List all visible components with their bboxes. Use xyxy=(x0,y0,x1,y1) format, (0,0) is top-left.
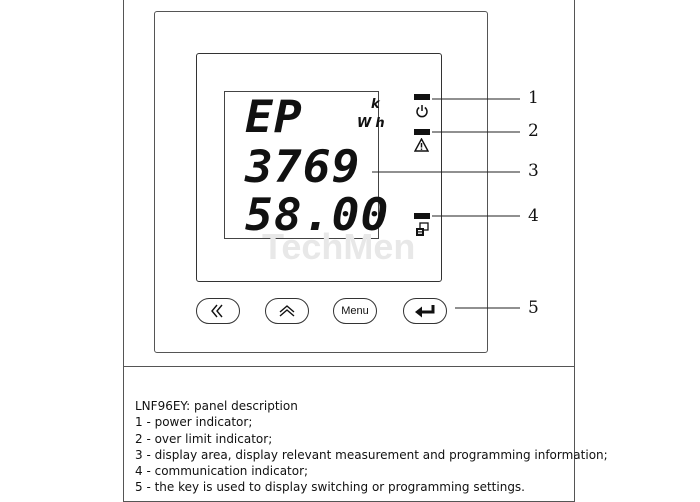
warning-icon xyxy=(414,138,429,152)
description-item: 2 - over limit indicator; xyxy=(135,431,273,446)
description-item: 3 - display area, display relevant measu… xyxy=(135,447,608,462)
over-limit-led xyxy=(414,129,430,135)
watermark: TechMen xyxy=(262,226,416,267)
left-button[interactable] xyxy=(196,298,240,324)
lcd-unit-prefix: k xyxy=(371,97,380,112)
up-button[interactable] xyxy=(265,298,309,324)
lcd-display xyxy=(224,91,379,239)
lcd-unit: Wh xyxy=(357,116,389,131)
enter-button[interactable] xyxy=(403,298,447,324)
lcd-row-2: 3769 xyxy=(245,142,361,193)
power-icon xyxy=(416,105,428,118)
description-item: 1 - power indicator; xyxy=(135,415,253,430)
power-led xyxy=(414,94,430,100)
callout-1: 1 xyxy=(528,88,539,108)
callout-2: 2 xyxy=(528,121,539,141)
enter-arrow-icon xyxy=(415,305,435,318)
description-item: 4 - communication indicator; xyxy=(135,464,309,479)
panel-description: LNF96EY: panel description 1 - power ind… xyxy=(135,398,608,496)
callout-4: 4 xyxy=(528,206,539,226)
callout-5: 5 xyxy=(528,298,539,318)
figure-divider xyxy=(123,366,575,367)
description-title: LNF96EY: panel description xyxy=(135,399,298,413)
callout-3: 3 xyxy=(528,161,539,181)
communication-led xyxy=(414,213,430,219)
communication-icon xyxy=(416,222,429,236)
double-chevron-up-icon xyxy=(279,305,295,317)
menu-button-label: Menu xyxy=(341,305,369,317)
lcd-row-3: 58.00 xyxy=(245,190,390,241)
double-chevron-left-icon xyxy=(211,304,223,318)
menu-button[interactable]: Menu xyxy=(333,298,377,324)
description-item: 5 - the key is used to display switching… xyxy=(135,480,525,495)
lcd-row-1: EP xyxy=(245,92,303,143)
